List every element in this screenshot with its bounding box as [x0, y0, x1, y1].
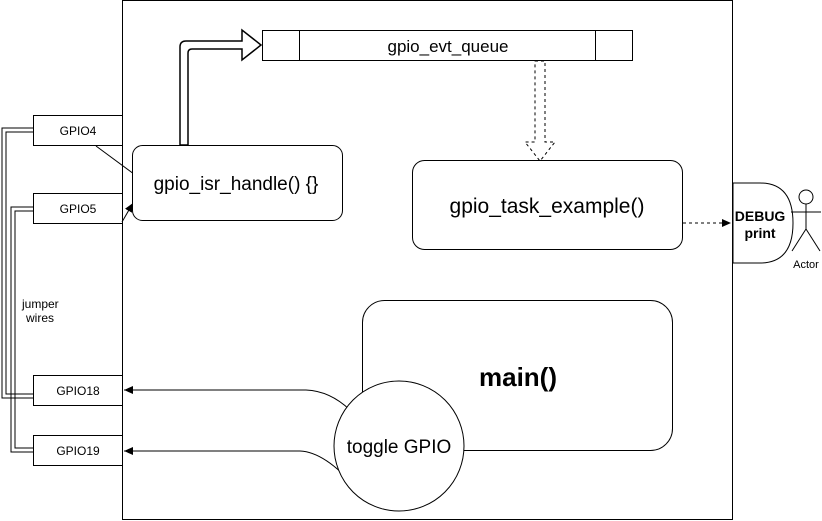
main-label: main() — [479, 362, 557, 392]
gpio19-box — [33, 435, 123, 466]
jumper-wire-5-19 — [10, 206, 33, 453]
gpio5-label: GPIO5 — [60, 202, 97, 216]
toggle-gpio-circle — [333, 380, 465, 512]
isr-handler-label: gpio_isr_handle() {} — [154, 174, 319, 195]
toggle-to-gpio18-arrow — [124, 386, 351, 411]
gpio18-label: GPIO18 — [56, 384, 100, 398]
toggle-gpio-label: toggle GPIO — [347, 437, 452, 458]
actor-icon — [791, 189, 821, 252]
event-queue-label: gpio_evt_queue — [387, 37, 508, 56]
event-queue — [262, 30, 633, 61]
actor-label: Actor — [793, 259, 819, 271]
debug-print-output — [732, 182, 794, 264]
jumper-wires-label: jumper wires — [21, 297, 62, 325]
gpio5-box — [33, 193, 123, 224]
jumper-wire-4-18 — [1, 127, 33, 399]
gpio4-label: GPIO4 — [60, 124, 97, 138]
debug-print-label: DEBUG print — [735, 208, 789, 241]
task-box — [412, 160, 683, 250]
task-label: gpio_task_example() — [450, 195, 645, 218]
gpio4-box — [33, 115, 123, 146]
gpio5-to-isr-arrow — [121, 202, 134, 223]
gpio19-label: GPIO19 — [56, 444, 100, 458]
isr-handler-box — [132, 145, 343, 221]
isr-to-queue-arrow — [179, 28, 263, 146]
gpio18-box — [33, 375, 123, 406]
queue-to-task-arrow — [523, 60, 557, 162]
